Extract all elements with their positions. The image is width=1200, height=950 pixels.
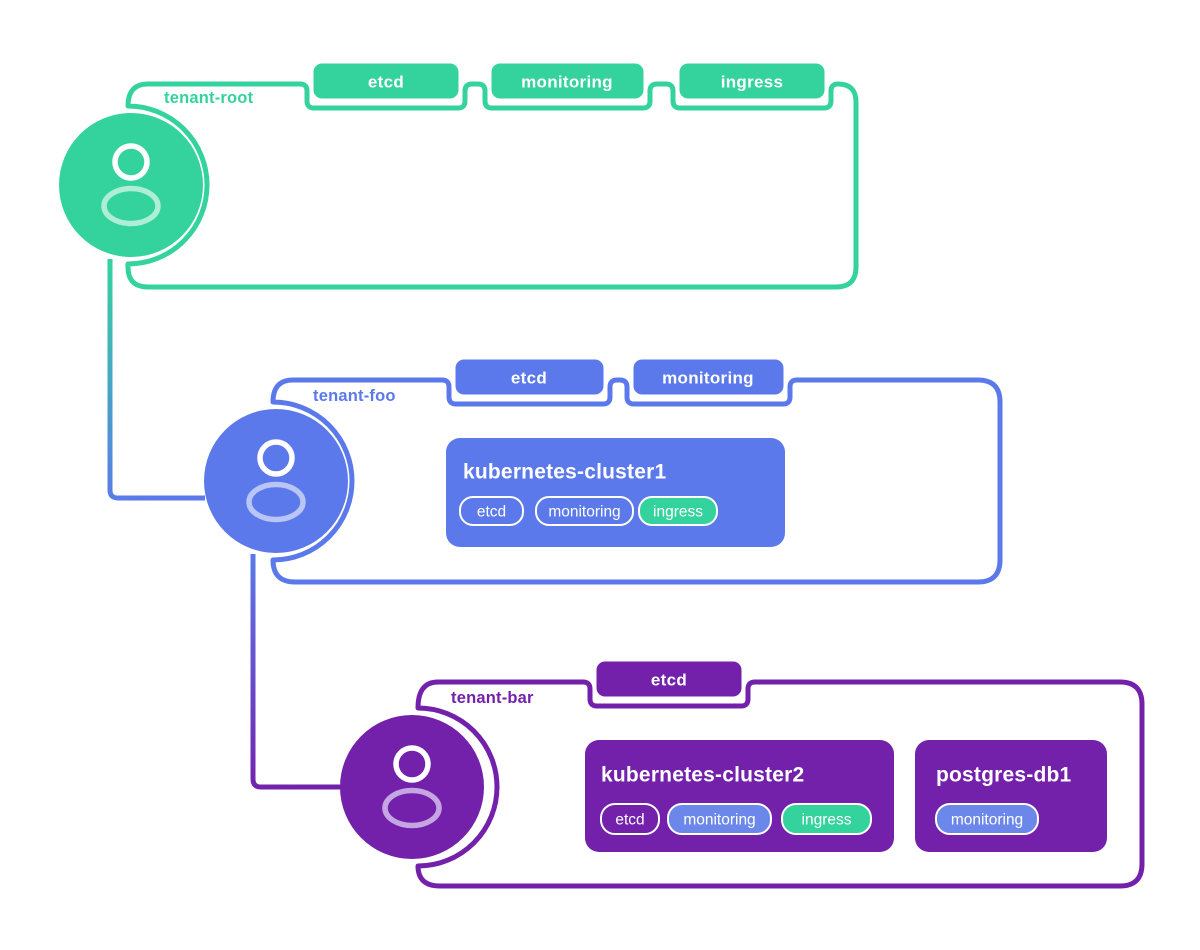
card-kubernetes-cluster2: kubernetes-cluster2 etcd monitoring ingr… bbox=[585, 740, 894, 852]
connector-foo-to-bar bbox=[250, 554, 342, 790]
card-title: postgres-db1 bbox=[936, 764, 1072, 787]
tag-monitoring-label: monitoring bbox=[683, 812, 755, 829]
connector-root-to-foo bbox=[107, 259, 205, 501]
tenant-foo-badge-monitoring bbox=[630, 356, 787, 398]
card-title: kubernetes-cluster1 bbox=[463, 461, 667, 484]
tenant-root-badge-monitoring bbox=[488, 60, 647, 102]
tenant-root-badge-ingress-label: ingress bbox=[721, 73, 784, 92]
tenant-root-box bbox=[125, 81, 859, 290]
tenant-foo-badge-monitoring-label: monitoring bbox=[662, 369, 754, 388]
tenant-foo-box bbox=[270, 377, 1003, 585]
person-icon-head bbox=[112, 143, 150, 181]
tenant-foo-owner-avatar bbox=[204, 409, 348, 553]
tag-etcd bbox=[459, 496, 524, 526]
tenant-foo-badge-etcd bbox=[452, 356, 607, 398]
person-icon-body bbox=[382, 787, 442, 829]
person-icon-body bbox=[101, 185, 161, 227]
tenant-root-label: tenant-root bbox=[164, 89, 254, 107]
tag-monitoring bbox=[667, 803, 772, 835]
person-icon-head bbox=[257, 439, 295, 477]
tag-monitoring bbox=[535, 496, 634, 526]
tag-ingress bbox=[638, 496, 718, 526]
tag-ingress-label: ingress bbox=[802, 812, 852, 829]
card-background bbox=[915, 740, 1107, 852]
card-title: kubernetes-cluster2 bbox=[601, 764, 804, 787]
tenant-root-badge-etcd bbox=[310, 60, 462, 102]
tag-ingress bbox=[781, 803, 872, 835]
tenant-root-badge-monitoring-label: monitoring bbox=[521, 73, 613, 92]
tenant-foo-badge-etcd-label: etcd bbox=[511, 369, 547, 388]
avatar-circle bbox=[59, 113, 203, 257]
tag-monitoring-label: monitoring bbox=[548, 504, 620, 521]
tenant-bar-box bbox=[415, 679, 1145, 889]
tenant-foo-group: tenant-foo etcd monitoring kubernetes-cl… bbox=[204, 356, 1003, 585]
tag-ingress-label: ingress bbox=[653, 504, 703, 521]
tenant-root-owner-avatar bbox=[59, 113, 203, 257]
tag-etcd-label: etcd bbox=[615, 812, 644, 829]
tag-etcd-label: etcd bbox=[477, 504, 506, 521]
avatar-circle bbox=[204, 409, 348, 553]
tenant-root-group: tenant-root etcd monitoring ingress bbox=[59, 60, 859, 290]
tenant-bar-badge-etcd-label: etcd bbox=[651, 671, 687, 690]
tenant-bar-owner-avatar bbox=[340, 715, 484, 859]
tag-monitoring-label: monitoring bbox=[951, 812, 1023, 829]
tenant-foo-label: tenant-foo bbox=[313, 387, 396, 405]
card-kubernetes-cluster1: kubernetes-cluster1 etcd monitoring ingr… bbox=[446, 438, 785, 547]
tag-etcd bbox=[600, 803, 660, 835]
card-background bbox=[585, 740, 894, 852]
tenant-bar-group: tenant-bar etcd kubernetes-cluster2 etcd… bbox=[340, 658, 1145, 889]
person-icon-head bbox=[393, 745, 431, 783]
tenant-bar-label: tenant-bar bbox=[451, 689, 534, 707]
tenant-root-badge-ingress bbox=[676, 60, 828, 102]
tag-monitoring bbox=[935, 803, 1039, 835]
tenant-bar-badge-etcd bbox=[593, 658, 745, 700]
avatar-circle bbox=[340, 715, 484, 859]
card-postgres-db1: postgres-db1 monitoring bbox=[915, 740, 1107, 852]
tenant-root-badge-etcd-label: etcd bbox=[368, 73, 404, 92]
card-background bbox=[446, 438, 785, 547]
person-icon-body bbox=[246, 481, 306, 523]
